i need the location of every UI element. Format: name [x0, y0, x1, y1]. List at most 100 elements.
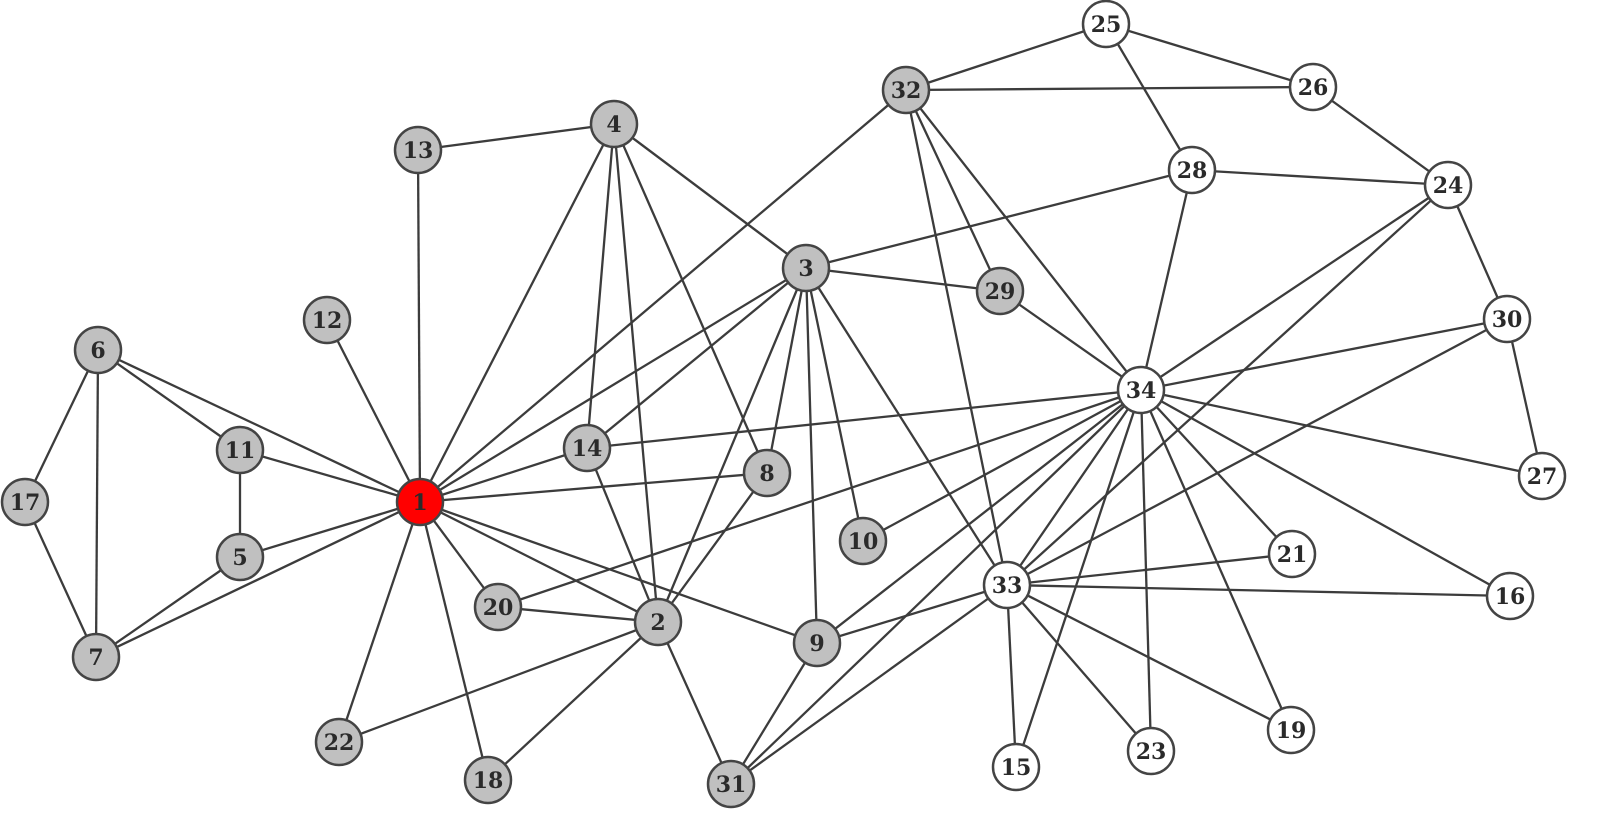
node-label: 30 [1492, 307, 1523, 333]
edge-20-34 [497, 388, 1142, 609]
edge-31-33 [730, 584, 1008, 785]
node-label: 16 [1495, 584, 1526, 610]
node-label: 28 [1177, 158, 1208, 184]
node-4: 4 [589, 99, 639, 149]
node-34: 34 [1116, 365, 1166, 415]
node-circle [1266, 705, 1316, 755]
node-circle [589, 99, 639, 149]
edge-27-30 [1505, 318, 1544, 477]
node-3: 3 [781, 243, 831, 293]
edge-31-34 [730, 389, 1142, 785]
edge-2-14 [585, 447, 660, 623]
node-label: 25 [1091, 12, 1122, 38]
edge-1-18 [418, 501, 490, 781]
edge-24-26 [1312, 86, 1449, 186]
edge-2-20 [497, 605, 659, 624]
edge-9-31 [730, 642, 818, 785]
node-circle [463, 755, 513, 805]
edge-1-9 [419, 500, 818, 645]
edge-9-33 [816, 583, 1008, 645]
node-label: 13 [403, 138, 434, 164]
edge-19-34 [1139, 389, 1293, 731]
node-label: 32 [891, 78, 922, 104]
node-33: 33 [982, 560, 1032, 610]
node-28: 28 [1167, 145, 1217, 195]
node-label: 33 [992, 573, 1023, 599]
node-label: 17 [10, 490, 41, 516]
edge-3-8 [765, 267, 808, 474]
node-label: 11 [225, 438, 256, 464]
edge-3-14 [586, 267, 807, 449]
node-22: 22 [314, 717, 364, 767]
node-label: 9 [809, 631, 824, 657]
edge-27-34 [1140, 388, 1543, 478]
edge-15-34 [1014, 389, 1143, 768]
node-label: 19 [1276, 718, 1307, 744]
node-6: 6 [73, 325, 123, 375]
edge-6-11 [97, 349, 241, 451]
edge-3-33 [805, 267, 1008, 586]
node-circle [1081, 0, 1131, 49]
node-label: 15 [1001, 755, 1032, 781]
edge-1-3 [419, 267, 807, 503]
node-10: 10 [838, 516, 888, 566]
node-25: 25 [1081, 0, 1131, 49]
edge-3-10 [804, 267, 865, 542]
node-circle [792, 618, 842, 668]
node-circle [473, 582, 523, 632]
edge-21-34 [1140, 389, 1293, 555]
node-27: 27 [1517, 451, 1567, 501]
node-label: 2 [650, 610, 665, 636]
edge-29-34 [999, 290, 1142, 391]
node-label: 20 [483, 595, 514, 621]
node-circle [0, 477, 50, 527]
node-circle [1126, 726, 1176, 776]
node-label: 10 [848, 529, 879, 555]
edge-1-13 [416, 149, 422, 503]
node-circle [215, 425, 265, 475]
node-18: 18 [463, 755, 513, 805]
edge-32-33 [904, 89, 1009, 586]
node-label: 12 [312, 308, 343, 334]
node-label: 23 [1136, 739, 1167, 765]
edge-29-32 [904, 89, 1002, 292]
edge-16-34 [1140, 388, 1511, 598]
node-1: 1 [395, 477, 445, 527]
edge-1-12 [325, 319, 422, 503]
node-label: 29 [985, 279, 1016, 305]
edge-2-3 [656, 267, 808, 623]
node-30: 30 [1482, 294, 1532, 344]
edge-30-33 [1006, 317, 1508, 587]
node-circle [314, 717, 364, 767]
node-29: 29 [975, 266, 1025, 316]
node-circle [562, 423, 612, 473]
edge-1-7 [95, 500, 421, 659]
node-5: 5 [215, 532, 265, 582]
node-label: 31 [716, 772, 747, 798]
node-label: 24 [1433, 173, 1464, 199]
node-label: 21 [1277, 542, 1308, 568]
edge-24-30 [1446, 184, 1509, 320]
edge-4-8 [612, 123, 769, 474]
edge-25-32 [905, 22, 1107, 92]
edge-1-8 [419, 471, 768, 504]
edge-25-26 [1105, 22, 1314, 89]
edge-30-34 [1140, 317, 1508, 392]
node-23: 23 [1126, 726, 1176, 776]
node-circle [1482, 294, 1532, 344]
node-circle [1517, 451, 1567, 501]
edge-1-11 [239, 448, 421, 504]
node-circle [838, 516, 888, 566]
node-20: 20 [473, 582, 523, 632]
edge-24-34 [1140, 184, 1449, 391]
edge-6-7 [94, 349, 100, 658]
edge-23-34 [1139, 389, 1153, 752]
edge-25-28 [1105, 23, 1193, 171]
edge-2-31 [656, 621, 733, 785]
node-16: 16 [1485, 571, 1535, 621]
edge-7-17 [23, 501, 98, 658]
edge-33-34 [1006, 389, 1142, 586]
edge-4-13 [417, 122, 615, 152]
edge-23-33 [1006, 584, 1152, 752]
